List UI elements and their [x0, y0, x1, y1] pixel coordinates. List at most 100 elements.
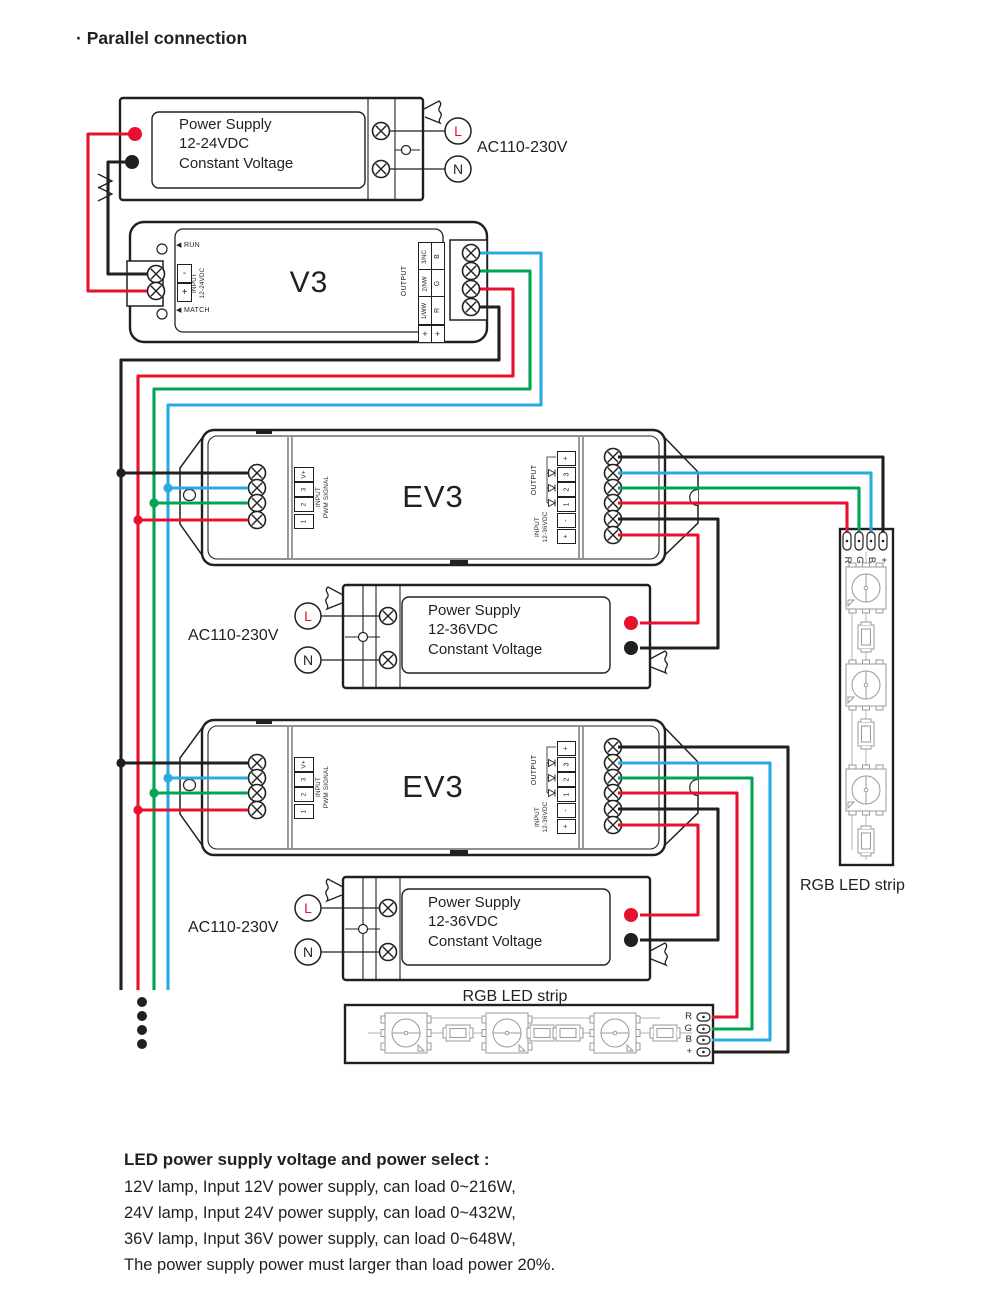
wire-ev3-2-out-green [618, 776, 754, 1031]
wire-ev3-1-out-green [618, 486, 861, 534]
ev3-1-model-label: EV3 [402, 479, 464, 514]
strip-bottom-pin-plus: + [686, 1046, 692, 1057]
rgb-led-strip-right [838, 527, 895, 867]
ac-voltage-label-top: AC110-230V [477, 139, 568, 156]
pad-plus [696, 1047, 711, 1057]
page-title: · Parallel connection [76, 28, 248, 48]
ev3-2-pwm-label: INPUT PWM SIGNAL [315, 765, 330, 809]
notes-line-24v: 24V lamp, Input 24V power supply, can lo… [124, 1204, 516, 1222]
resistor-icon [552, 1024, 584, 1042]
wire-ev3-2-dc-plus [618, 823, 700, 917]
ps-bottom-line2: 12-36VDC [428, 913, 499, 931]
rgb-strip-bottom-label: RGB LED strip [462, 988, 568, 1005]
wire-clamp-icon [97, 173, 114, 202]
v3-out-channel-b: B [430, 242, 445, 271]
ps-bottom-label: Power Supply 12-36VDC Constant Voltage [428, 893, 542, 951]
v3-model-label: V3 [289, 266, 329, 299]
ev3-2-model-label: EV3 [402, 769, 464, 804]
ev3-2-output-label: OUTPUT [531, 754, 538, 786]
rgb-led-package-icon [589, 1012, 641, 1054]
neutral-terminal-label: N [302, 944, 314, 960]
ps-top-line2: 12-24VDC [179, 135, 250, 153]
live-terminal-label: L [304, 608, 312, 624]
wire-ev3-1-out-plus [618, 455, 885, 534]
ev3-2-out-cell-plus: + [557, 740, 576, 756]
mounting-clip-icon [423, 100, 442, 124]
resistor-icon [857, 825, 875, 857]
ac-voltage-label-bottom: AC110-230V [188, 919, 279, 936]
notes-heading: LED power supply voltage and power selec… [124, 1150, 490, 1169]
pad-b [696, 1035, 711, 1045]
ac-voltage-label-mid: AC110-230V [188, 627, 279, 644]
pad-g [854, 531, 864, 551]
wire-ev3-2-out-blue [618, 761, 772, 1042]
rgb-led-package-icon [845, 562, 887, 614]
ev3-1-dc-cell-plus: + [557, 528, 576, 544]
strip-right-pin-plus: + [878, 557, 889, 563]
ev3-2-dc-input-label: INPUT 12-36VDC [534, 801, 549, 833]
live-terminal-label: L [454, 123, 462, 139]
screw-terminal-icon [146, 264, 166, 284]
ev3-2-out-cell-1: 1 [557, 786, 576, 802]
notes-line-margin: The power supply power must larger than … [124, 1256, 556, 1274]
v3-run-label: ◀ RUN [176, 242, 201, 249]
ev3-1-out-cell-2: 2 [557, 481, 576, 497]
screw-terminal-icon [461, 279, 481, 299]
rgb-led-package-icon [845, 764, 887, 816]
strip-bottom-pin-g: G [684, 1023, 692, 1034]
ev3-1-pwm-cell-3: 3 [294, 481, 314, 497]
wire-bus-black [119, 305, 501, 990]
ps-mid-line3: Constant Voltage [428, 640, 543, 658]
ev3-1-out-cell-1: 1 [557, 496, 576, 512]
v3-out-plus-cell: + [430, 325, 445, 343]
pad-r [842, 531, 852, 551]
rgb-led-package-icon [481, 1012, 533, 1054]
ps-mid-label: Power Supply 12-36VDC Constant Voltage [428, 601, 542, 659]
v3-input-minus-cell: - [177, 264, 192, 283]
ps-top-line1: Power Supply [179, 116, 272, 133]
junction-dots [116, 127, 638, 1049]
v3-match-label: ◀ MATCH [176, 307, 210, 314]
ev3-2-dc-cell-plus: + [557, 818, 576, 834]
wire-ps-top-positive [86, 132, 150, 293]
wire-ev3-1-dc-plus [618, 533, 700, 625]
resistor-icon [857, 718, 875, 750]
rgb-led-package-icon [380, 1012, 432, 1054]
ev3-1-pwm-label: INPUT PWM SIGNAL [315, 475, 330, 519]
ps-mid-line2: 12-36VDC [428, 621, 499, 639]
screw-terminal-icon [371, 121, 391, 141]
strip-right-pin-g: G [854, 556, 865, 564]
notes-line-36v: 36V lamp, Input 36V power supply, can lo… [124, 1230, 516, 1248]
wire-ev3-1-out-red [618, 501, 849, 534]
v3-input-label: INPUT 12-24VDC [191, 267, 206, 299]
strip-bottom-pin-b: B [685, 1034, 692, 1045]
v3-out-channel-g: G [430, 269, 445, 298]
ev3-2-out-cell-2: 2 [557, 771, 576, 787]
wire-ev3-1-out-blue [618, 471, 873, 534]
ev3-2-dc-cell-minus: - [557, 802, 576, 818]
v3-input-plus-cell: + [177, 283, 192, 302]
v3-output-label: OUTPUT [401, 265, 408, 297]
neutral-terminal-label: N [452, 161, 464, 177]
ev3-2-pwm-cell-2: 2 [294, 786, 314, 802]
power-supply-label-plate [151, 111, 366, 189]
resistor-icon [442, 1024, 474, 1042]
strip-bottom-pin-r: R [685, 1011, 692, 1022]
strip-right-pin-r: R [842, 556, 853, 564]
resistor-icon [649, 1024, 681, 1042]
screw-terminal-icon [371, 159, 391, 179]
arrow-left-icon: ◀ [176, 242, 182, 249]
wire-ps-top-negative [106, 160, 150, 276]
ps-mid-line1: Power Supply [428, 602, 521, 619]
ps-top-line3: Constant Voltage [179, 154, 294, 172]
wire-bus-blue [166, 251, 543, 990]
strip-right-pin-b: B [866, 556, 877, 564]
ev3-1-out-cell-plus: + [557, 450, 576, 466]
wires [86, 132, 885, 1054]
wire-ev3-2-out-plus [618, 745, 790, 1054]
pad-b [866, 531, 876, 551]
notes-line-12v: 12V lamp, Input 12V power supply, can lo… [124, 1178, 516, 1196]
pad-plus [878, 531, 888, 551]
